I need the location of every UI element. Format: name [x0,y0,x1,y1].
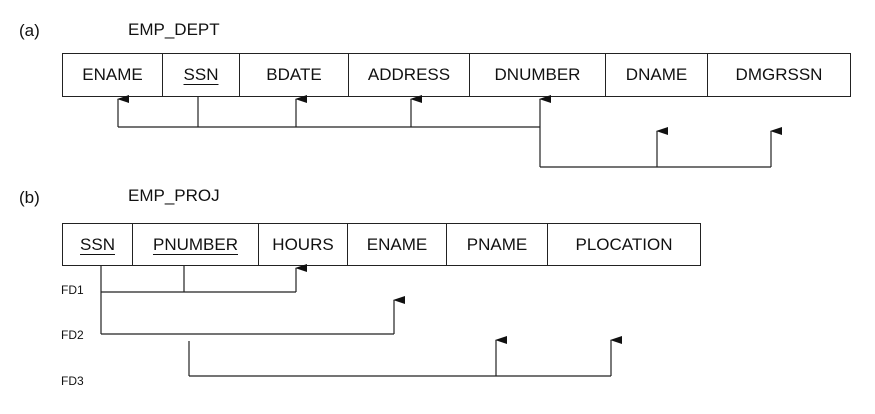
attr-address: ADDRESS [349,54,470,96]
fd1-arrow-group [100,264,307,293]
attr-dname: DNAME [606,54,708,96]
part-b-label: (b) [19,188,40,207]
attr-ename: ENAME [63,54,163,96]
relation-name-emp-proj: EMP_PROJ [128,186,220,205]
attr-pnumber: PNUMBER [133,224,259,265]
part-a-label: (a) [19,21,40,40]
fd1-label: FD1 [61,283,84,297]
attr-dnumber: DNUMBER [470,54,606,96]
fd3-arrow-group [188,336,622,377]
primary-key: SSN [80,234,115,254]
attr-bdate: BDATE [240,54,349,96]
attr-hours: HOURS [259,224,348,265]
attr-ename: ENAME [348,224,447,265]
primary-key: PNUMBER [152,234,238,254]
attr-pname: PNAME [447,224,548,265]
fd3-label: FD3 [61,374,84,388]
fd-ssn-arrow-group [117,95,551,128]
fd2-arrow-group [100,292,405,335]
fd-dnumber-arrow-group [539,127,782,168]
relation-name-emp-dept: EMP_DEPT [128,20,220,39]
fd2-label: FD2 [61,328,84,342]
relation-emp-dept: ENAME SSN BDATE ADDRESS DNUMBER DNAME DM… [62,53,851,97]
primary-key: SSN [183,65,219,84]
attr-ssn: SSN [163,54,240,96]
attr-plocation: PLOCATION [575,234,673,254]
attr-dmgrssn: DMGRSSN [735,65,823,84]
attr-ssn: SSN [63,224,133,265]
relation-emp-proj: SSN PNUMBER HOURS ENAME PNAME PLOCATION [62,223,701,266]
